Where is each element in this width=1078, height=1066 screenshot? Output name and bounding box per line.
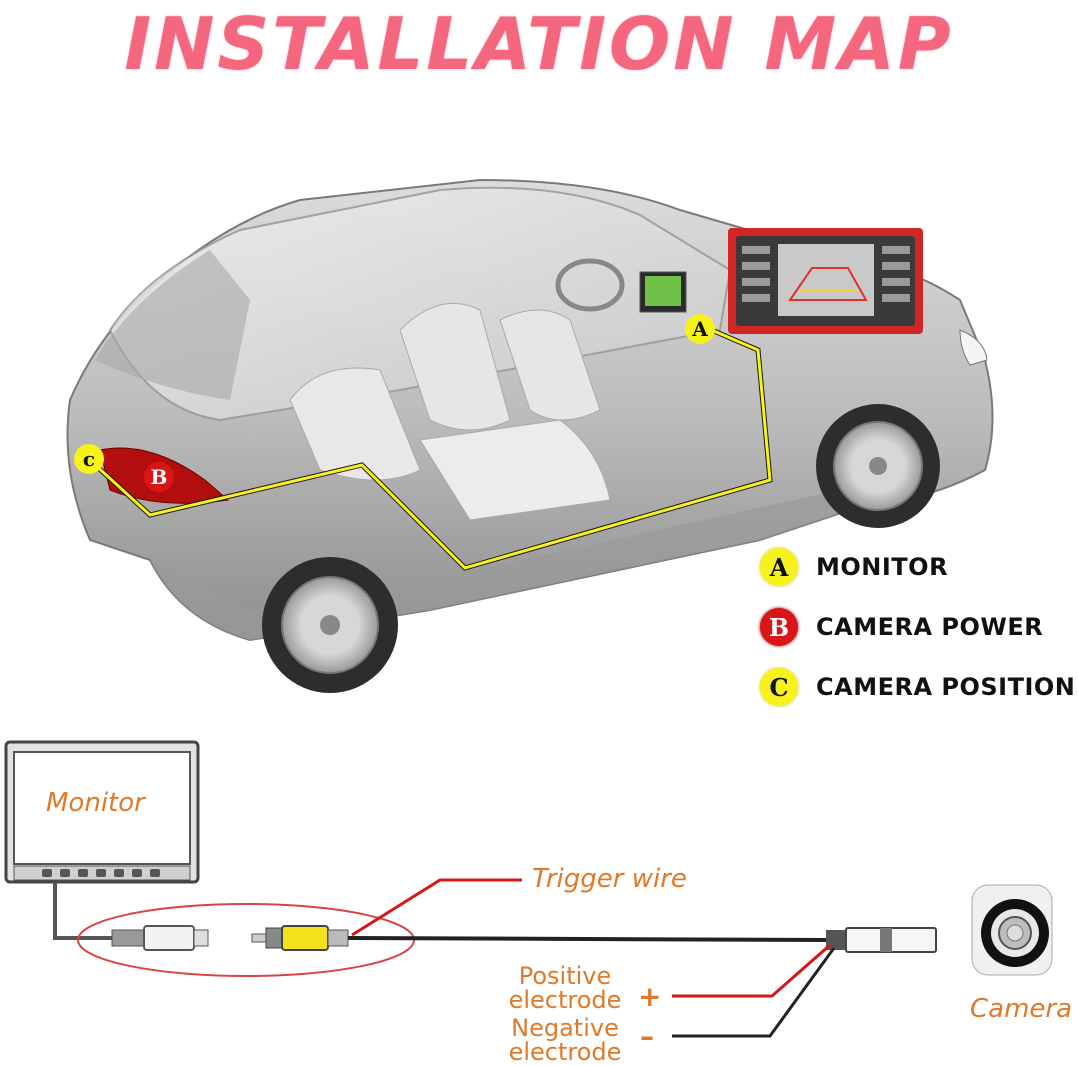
legend-item-camera-position: C CAMERA POSITION	[760, 668, 1075, 706]
trigger-wire	[351, 878, 522, 937]
legend-label-camera-position: CAMERA POSITION	[816, 673, 1076, 701]
legend-badge-a: A	[760, 548, 798, 586]
rear-wheel	[262, 557, 398, 693]
positive-electrode-label: Positive electrode	[508, 962, 622, 1014]
monitor-connector	[111, 925, 209, 951]
camera-label: Camera	[970, 994, 1073, 1024]
legend-item-monitor: A MONITOR	[760, 548, 1075, 586]
negative-electrode-label: Negative electrode	[508, 1014, 622, 1066]
positive-sign: +	[638, 980, 662, 1013]
legend-label-camera-power: CAMERA POWER	[816, 613, 1044, 641]
rca-connector	[251, 925, 349, 951]
head-unit-inset	[728, 228, 923, 334]
camera-connector	[826, 927, 937, 953]
legend-badge-c: C	[760, 668, 798, 706]
marker-a: A	[685, 314, 715, 344]
negative-sign: –	[640, 1020, 654, 1053]
page-title: INSTALLATION MAP	[124, 2, 954, 86]
front-wheel	[816, 404, 940, 528]
camera-device	[971, 884, 1053, 976]
monitor-device	[4, 740, 200, 884]
trigger-wire-label: Trigger wire	[532, 864, 687, 894]
legend-item-camera-power: B CAMERA POWER	[760, 608, 1075, 646]
monitor-label: Monitor	[46, 788, 145, 818]
car-glass	[108, 186, 732, 422]
marker-b: B	[144, 462, 174, 492]
legend: A MONITOR B CAMERA POWER C CAMERA POSITI…	[760, 548, 1075, 706]
legend-badge-b: B	[760, 608, 798, 646]
marker-c: c	[74, 444, 104, 474]
legend-label-monitor: MONITOR	[816, 553, 949, 581]
